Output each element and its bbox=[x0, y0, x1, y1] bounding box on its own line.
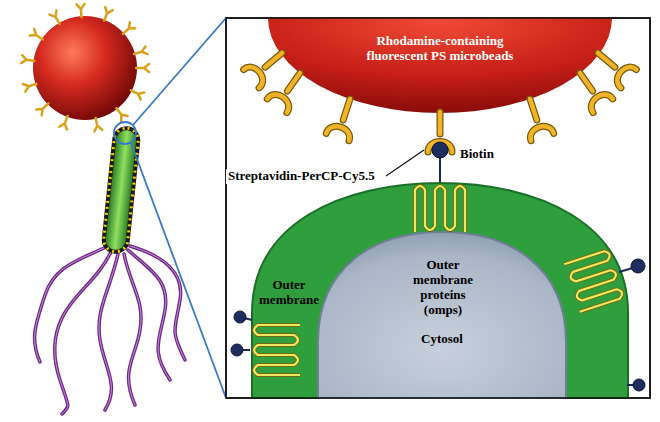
zoom-frame-border bbox=[226, 18, 650, 398]
component-label: Streptavidin-PerCP-Cy5.5 bbox=[226, 169, 377, 184]
microbead bbox=[21, 4, 149, 132]
omp-helix bbox=[254, 186, 623, 375]
cytosol-shape bbox=[318, 232, 566, 398]
microbead-cap-text: Rhodamine-containing fluorescent PS micr… bbox=[348, 34, 532, 64]
microbead-cap-outline bbox=[268, 18, 612, 113]
zoom-lines bbox=[114, 18, 226, 398]
component-label: Outer membrane proteins (omps) bbox=[405, 258, 481, 318]
microbead-cap: Rhodamine-containing fluorescent PS micr… bbox=[268, 18, 612, 113]
outer-membrane-shape bbox=[252, 183, 628, 398]
flagella bbox=[35, 246, 185, 414]
streptavidin bbox=[244, 44, 637, 152]
zoom-frame bbox=[226, 18, 650, 398]
component-label: Biotin bbox=[458, 147, 496, 162]
outer-membrane-text: Outer membrane bbox=[257, 278, 321, 308]
cytosol-text: Cytosol bbox=[382, 332, 502, 347]
bacterium bbox=[103, 127, 140, 253]
microbead-cap-shape bbox=[268, 18, 612, 113]
leader-line bbox=[386, 150, 424, 176]
